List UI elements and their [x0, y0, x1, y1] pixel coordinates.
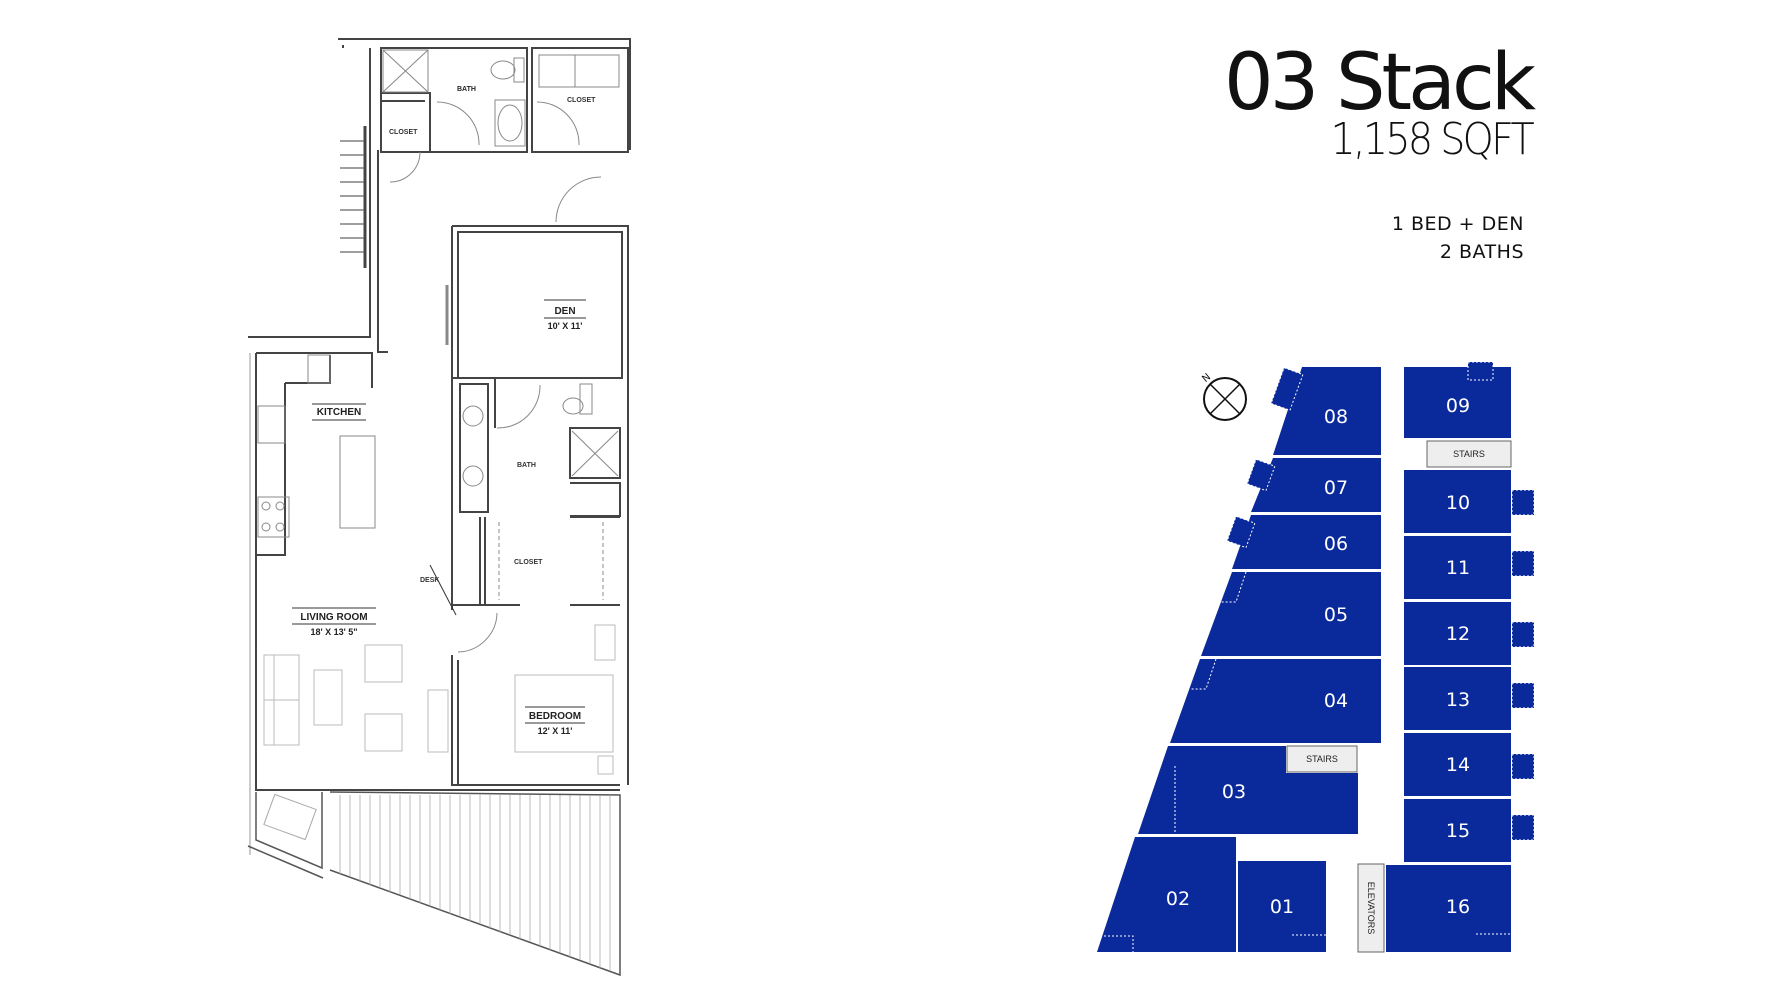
stairs-box-upper — [1426, 440, 1512, 468]
room-dims-bedroom: 12' X 11' — [538, 726, 573, 736]
bed-count: 1 BED + DEN — [1391, 213, 1524, 235]
room-label-bath-upper: BATH — [457, 86, 476, 93]
unit-07[interactable] — [1251, 458, 1381, 512]
unit-02[interactable] — [1097, 837, 1236, 952]
room-label-bedroom: BEDROOM — [529, 711, 581, 722]
room-label-closet-upper-right: CLOSET — [567, 97, 596, 104]
unit-16[interactable] — [1386, 865, 1511, 952]
unit-13[interactable] — [1404, 667, 1511, 730]
unit-05[interactable] — [1201, 572, 1381, 656]
room-label-desk: DESK — [420, 577, 439, 584]
unit-04[interactable] — [1170, 659, 1381, 743]
stair-treads-icon — [340, 140, 364, 253]
unit-15[interactable] — [1404, 799, 1511, 862]
room-dims-living-room: 18' X 13' 5" — [310, 627, 357, 637]
unit-03[interactable] — [1138, 746, 1358, 834]
room-label-kitchen: KITCHEN — [317, 407, 361, 418]
room-label-bath-lower: BATH — [517, 462, 536, 469]
stairs-label-upper: STAIRS — [1453, 449, 1485, 459]
svg-text:N: N — [1200, 372, 1213, 385]
corridor-wall-left — [248, 48, 371, 338]
room-dims-den: 10' X 11' — [548, 321, 583, 331]
room-label-closet-walk-in: CLOSET — [514, 559, 543, 566]
room-label-closet-upper-left: CLOSET — [389, 129, 418, 136]
balcony-decking-pattern — [339, 795, 611, 971]
elevators-box — [1357, 863, 1385, 953]
unit-09[interactable] — [1404, 367, 1511, 438]
unit-title: 03 Stack — [1224, 38, 1536, 128]
room-label-den: DEN — [554, 306, 575, 317]
unit-area: 1,158 SQFT — [1330, 114, 1534, 165]
stairs-label-lower: STAIRS — [1306, 754, 1338, 764]
unit-01[interactable] — [1238, 861, 1326, 952]
unit-06[interactable] — [1232, 515, 1381, 569]
unit-11[interactable] — [1404, 536, 1511, 599]
unit-08[interactable] — [1273, 367, 1381, 455]
north-compass-icon: N — [1200, 372, 1247, 421]
outer-wall-top — [338, 38, 631, 150]
unit-specs: 1 BED + DEN 2 BATHS — [1392, 210, 1524, 266]
stairs-box-lower — [1286, 745, 1358, 773]
elevators-label: ELEVATORS — [1366, 882, 1376, 935]
balcony-markers — [1226, 361, 1535, 841]
bath-count: 2 BATHS — [1439, 241, 1524, 263]
unit-12[interactable] — [1404, 602, 1511, 665]
room-label-living-room: LIVING ROOM — [300, 612, 367, 623]
unit-floorplan: BATH CLOSET CLOSET DEN 10' X 11' KITCHEN — [247, 38, 631, 977]
unit-14[interactable] — [1404, 733, 1511, 796]
unit-title-block: 03 Stack 1,158 SQFT — [1224, 38, 1536, 165]
unit-10[interactable] — [1404, 470, 1511, 533]
